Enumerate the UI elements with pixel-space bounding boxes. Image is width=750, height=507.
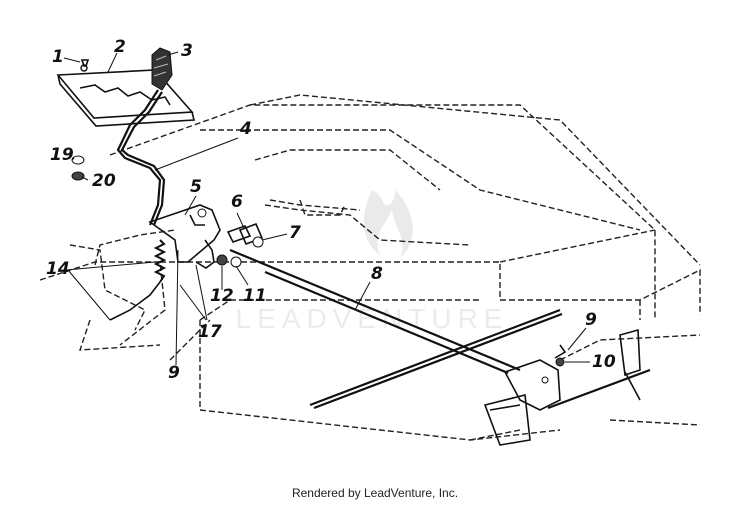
callout-12: 12 <box>210 286 234 306</box>
callout-3: 3 <box>181 41 193 61</box>
callout-8: 8 <box>371 264 383 284</box>
leader-lines <box>63 51 590 366</box>
shift-lever <box>116 89 166 226</box>
callouts: 1 2 3 4 5 6 7 8 9 10 11 12 14 17 19 20 9 <box>46 37 616 383</box>
callout-1: 1 <box>52 47 64 67</box>
callout-14: 14 <box>46 259 70 279</box>
screw <box>80 59 90 67</box>
callout-9a: 9 <box>585 310 597 330</box>
shift-plate <box>56 64 196 127</box>
callout-17: 17 <box>198 322 222 342</box>
shift-rod <box>229 248 563 410</box>
nut-washer <box>71 155 85 181</box>
callout-6: 6 <box>231 192 243 212</box>
callout-2: 2 <box>114 37 126 57</box>
callout-7: 7 <box>289 223 301 243</box>
lever-bracket <box>148 204 221 269</box>
transmission-lever <box>483 328 651 446</box>
callout-20: 20 <box>92 171 116 191</box>
parts-diagram: LEADVENTURE <box>39 37 701 446</box>
callout-9b: 9 <box>168 363 180 383</box>
frame-outline <box>39 94 701 441</box>
callout-5: 5 <box>190 177 202 197</box>
spring <box>109 239 167 321</box>
shift-knob <box>151 47 173 91</box>
render-credit: Rendered by LeadVenture, Inc. <box>291 486 459 500</box>
bolt-hardware <box>216 222 264 268</box>
callout-10: 10 <box>592 352 616 372</box>
callout-11: 11 <box>243 286 267 306</box>
callout-4: 4 <box>239 119 252 139</box>
callout-19: 19 <box>50 145 74 165</box>
